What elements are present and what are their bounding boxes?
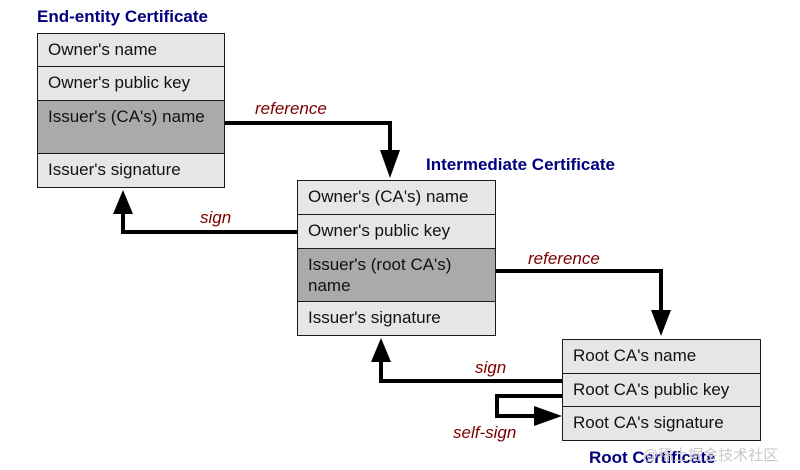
self-sign-arrow bbox=[495, 394, 562, 418]
self-sign-label: self-sign bbox=[453, 423, 517, 442]
reference-arrow-1 bbox=[224, 121, 392, 162]
reference-arrowhead-1 bbox=[380, 150, 400, 178]
intermediate-title: Intermediate Certificate bbox=[426, 155, 615, 174]
self-sign-arrowhead bbox=[534, 406, 562, 426]
root-certificate: Root CA's name Root CA's public key Root… bbox=[562, 339, 761, 441]
reference-label-2: reference bbox=[528, 249, 600, 268]
root-ca-public-key: Root CA's public key bbox=[563, 374, 760, 407]
sign-arrowhead-2 bbox=[371, 338, 391, 362]
root-ca-name: Root CA's name bbox=[563, 340, 760, 374]
intermediate-owner-name: Owner's (CA's) name bbox=[298, 181, 495, 215]
end-entity-title: End-entity Certificate bbox=[37, 7, 208, 26]
end-entity-issuer-name: Issuer's (CA's) name bbox=[38, 101, 224, 154]
reference-arrowhead-2 bbox=[651, 310, 671, 336]
root-title: Root Certificate bbox=[589, 448, 716, 467]
sign-label-1: sign bbox=[200, 208, 232, 227]
sign-arrowhead-1 bbox=[113, 190, 133, 214]
intermediate-issuer-signature: Issuer's signature bbox=[298, 302, 495, 335]
end-entity-certificate: Owner's name Owner's public key Issuer's… bbox=[37, 33, 225, 188]
watermark: @稀土掘金技术社区 bbox=[643, 447, 779, 464]
intermediate-owner-public-key: Owner's public key bbox=[298, 215, 495, 249]
end-entity-owner-name: Owner's name bbox=[38, 34, 224, 67]
intermediate-certificate: Owner's (CA's) name Owner's public key I… bbox=[297, 180, 496, 336]
reference-arrow-2 bbox=[495, 269, 663, 322]
reference-label-1: reference bbox=[255, 99, 327, 118]
end-entity-owner-public-key: Owner's public key bbox=[38, 67, 224, 101]
intermediate-issuer-name: Issuer's (root CA's) name bbox=[298, 249, 495, 302]
sign-label-2: sign bbox=[475, 358, 507, 377]
sign-arrow-1 bbox=[121, 206, 297, 234]
sign-arrow-2 bbox=[379, 354, 562, 383]
root-ca-signature: Root CA's signature bbox=[563, 407, 760, 440]
end-entity-issuer-signature: Issuer's signature bbox=[38, 154, 224, 187]
